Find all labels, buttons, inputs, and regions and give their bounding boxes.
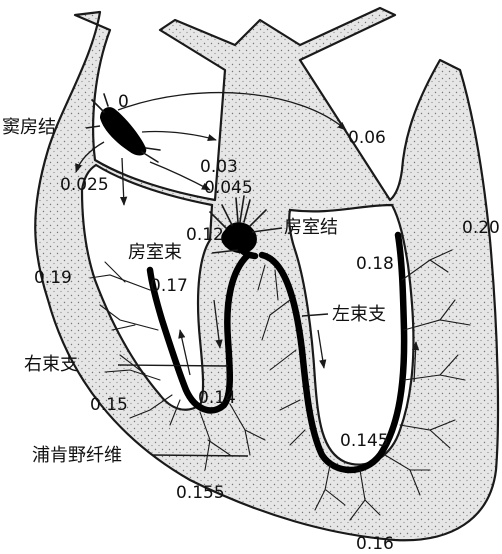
time-label-0.025: 0.025	[60, 175, 109, 195]
time-label-0.18: 0.18	[356, 254, 394, 274]
time-label-0: 0	[118, 92, 129, 112]
time-label-0.15: 0.15	[90, 395, 128, 415]
sa-node-shape	[100, 107, 146, 155]
time-label-0.19: 0.19	[34, 268, 72, 288]
purkinje-fibers-label: 浦肯野纤维	[32, 445, 122, 466]
time-label-0.045: 0.045	[204, 178, 253, 198]
time-label-0.145: 0.145	[340, 431, 389, 451]
time-label-0.155: 0.155	[176, 483, 225, 503]
time-label-0.20: 0.20	[462, 218, 500, 238]
time-label-0.06: 0.06	[348, 128, 386, 148]
time-label-0.12: 0.12	[186, 225, 224, 245]
time-label-0.03: 0.03	[200, 157, 238, 177]
left-bundle-branch-label: 左束支	[332, 304, 386, 325]
his-bundle-label: 房室束	[128, 242, 182, 263]
time-label-0.16: 0.16	[356, 534, 394, 554]
av-node-label: 房室结	[284, 217, 338, 238]
time-label-0.17: 0.17	[150, 276, 188, 296]
right-bundle-branch-label: 右束支	[24, 354, 78, 375]
time-label-0.14: 0.14	[198, 388, 236, 408]
sa-node-label: 窦房结	[2, 117, 56, 138]
